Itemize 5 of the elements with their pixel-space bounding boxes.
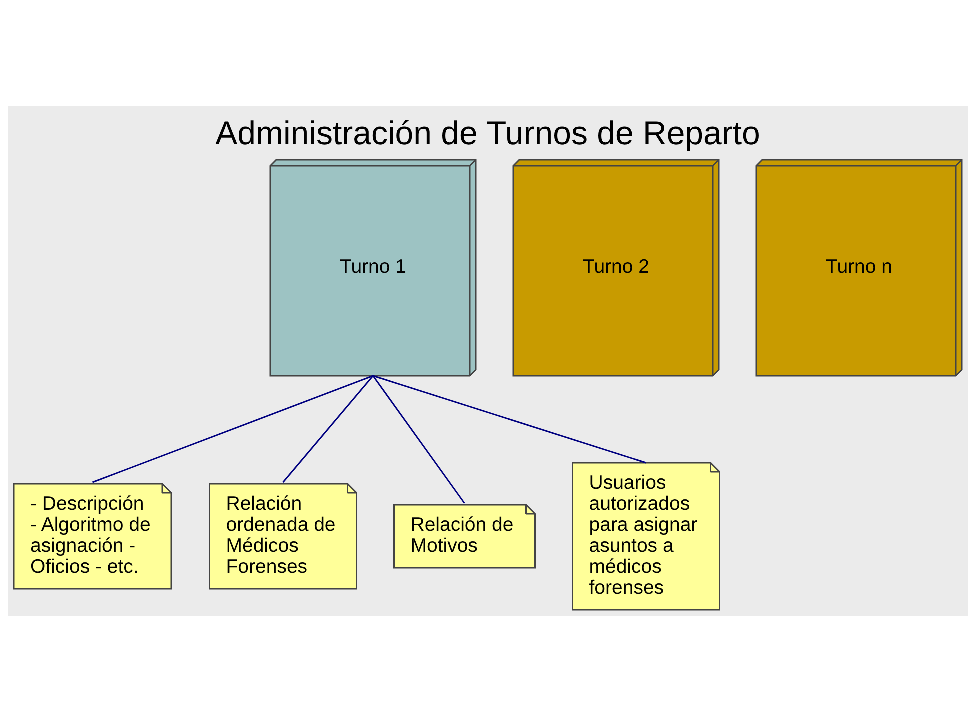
diagram-title: Administración de Turnos de Reparto: [216, 114, 760, 152]
connector: [92, 375, 374, 484]
connector: [282, 376, 374, 483]
connector: [372, 376, 466, 504]
connector: [373, 375, 646, 464]
